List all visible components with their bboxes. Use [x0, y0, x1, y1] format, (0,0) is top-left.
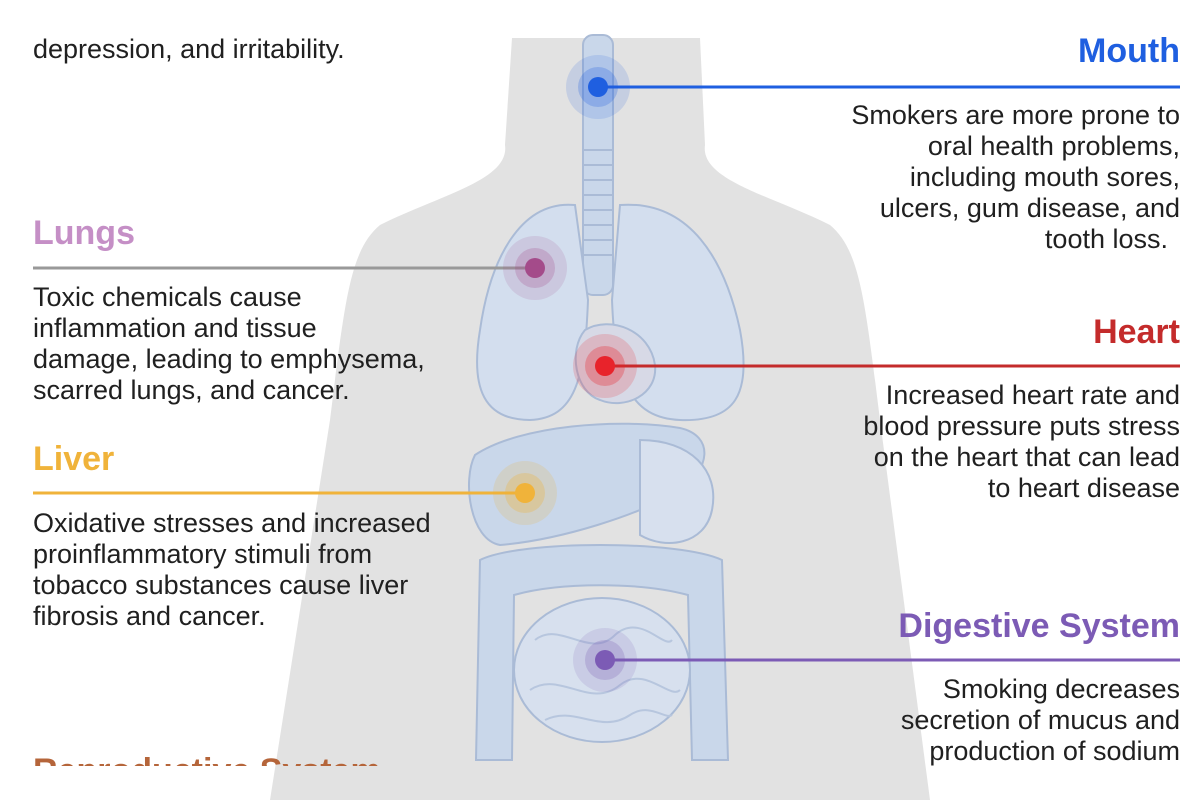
heart-line: blood pressure puts stress [863, 411, 1180, 441]
mouth-line: tooth loss. [1044, 224, 1168, 254]
liver-marker [493, 461, 557, 525]
liver-line: proinflammatory stimuli from [33, 539, 373, 569]
digestive-line: Smoking decreases [942, 674, 1180, 704]
mouth-line: including mouth sores, [909, 162, 1180, 192]
reproductive-heading-clip: Reproductive System [33, 752, 453, 766]
heart-heading: Heart [1093, 313, 1180, 351]
digestive-description-clip: Smoking decreases secretion of mucus and… [760, 674, 1180, 766]
left-lung [476, 203, 590, 422]
heart-description: Increased heart rate and blood pressure … [863, 380, 1180, 504]
mouth-heading: Mouth [1078, 32, 1180, 70]
trachea [582, 34, 614, 296]
reproductive-heading: Reproductive System [33, 752, 381, 766]
liver-line: tobacco substances cause liver [33, 570, 409, 600]
digestive-marker [573, 628, 637, 692]
large-intestine [474, 544, 730, 761]
heart-line: to heart disease [987, 473, 1180, 503]
heart-line: on the heart that can lead [873, 442, 1180, 472]
digestive-heading: Digestive System [898, 607, 1180, 645]
digestive-line: secretion of mucus and [900, 705, 1180, 735]
liver-description: Oxidative stresses and increased proinfl… [33, 508, 431, 632]
mouth-marker [566, 55, 630, 119]
heart-marker [573, 334, 637, 398]
heart-line: Increased heart rate and [885, 380, 1180, 410]
mouth-line: Smokers are more prone to [851, 100, 1180, 130]
digestive-line: production of sodium [929, 736, 1180, 766]
mouth-description: Smokers are more prone to oral health pr… [851, 100, 1180, 255]
lungs-line: scarred lungs, and cancer. [33, 375, 350, 405]
lungs-line: inflammation and tissue [33, 313, 317, 343]
lungs-description: Toxic chemicals cause inflammation and t… [33, 282, 425, 406]
liver-heading: Liver [33, 440, 115, 478]
intro-line: depression, and irritability. [33, 34, 345, 64]
liver-line: fibrosis and cancer. [33, 601, 266, 631]
lungs-line: Toxic chemicals cause [33, 282, 302, 312]
lungs-line: damage, leading to emphysema, [33, 344, 425, 374]
body-silhouette [270, 38, 930, 800]
intro-text: depression, and irritability. [33, 34, 345, 65]
lungs-marker [503, 236, 567, 300]
mouth-line: oral health problems, [927, 131, 1180, 161]
heart-organ [574, 323, 657, 405]
lungs-heading: Lungs [33, 214, 135, 252]
mouth-line: ulcers, gum disease, and [879, 193, 1180, 223]
liver-line: Oxidative stresses and increased [33, 508, 431, 538]
stomach-organ [639, 438, 715, 544]
digestive-description: Smoking decreases secretion of mucus and… [901, 674, 1180, 766]
